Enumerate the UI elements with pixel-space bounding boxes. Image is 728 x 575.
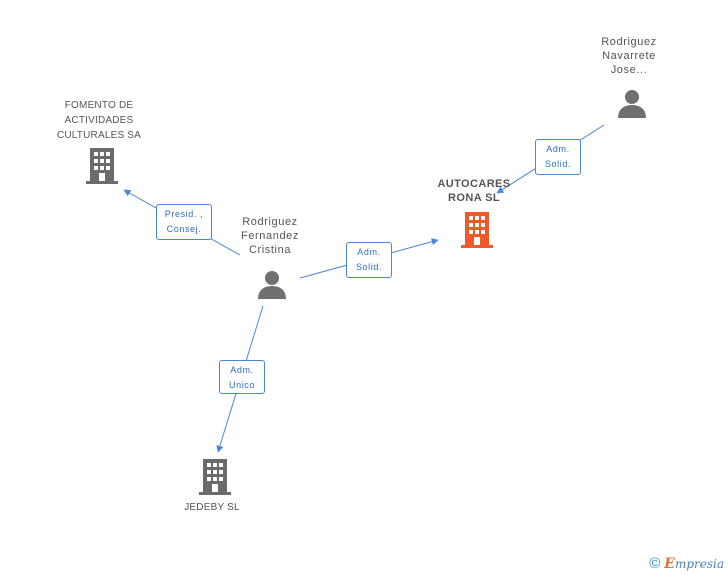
edge-label-adm-unico[interactable]: Adm. Unico	[219, 360, 265, 394]
edge-label-adm-solid-1[interactable]: Adm. Solid.	[346, 242, 392, 278]
person-icon[interactable]	[257, 270, 287, 305]
node-label-fernandez: Rodriguez Fernandez Cristina	[241, 216, 299, 256]
empresia-footer: © Empresia	[649, 555, 724, 572]
building-icon[interactable]	[199, 459, 231, 500]
node-label-navarrete: Rodriguez Navarrete Jose...	[601, 36, 657, 76]
person-icon[interactable]	[617, 89, 647, 124]
node-label-fomento: FOMENTO DE ACTIVIDADES CULTURALES SA	[56, 100, 142, 141]
edge-label-presid[interactable]: Presid. , Consej.	[156, 204, 212, 240]
edge-label-adm-solid-2[interactable]: Adm. Solid.	[535, 139, 581, 175]
empresia-logo: Empresia	[664, 555, 724, 572]
building-icon[interactable]	[86, 148, 118, 189]
building-icon-focus[interactable]	[461, 212, 493, 253]
node-label-jedeby: JEDEBY SL	[184, 502, 240, 513]
node-label-autocares: AUTOCARES RONA SL	[437, 178, 511, 204]
copyright-icon: ©	[649, 555, 661, 572]
